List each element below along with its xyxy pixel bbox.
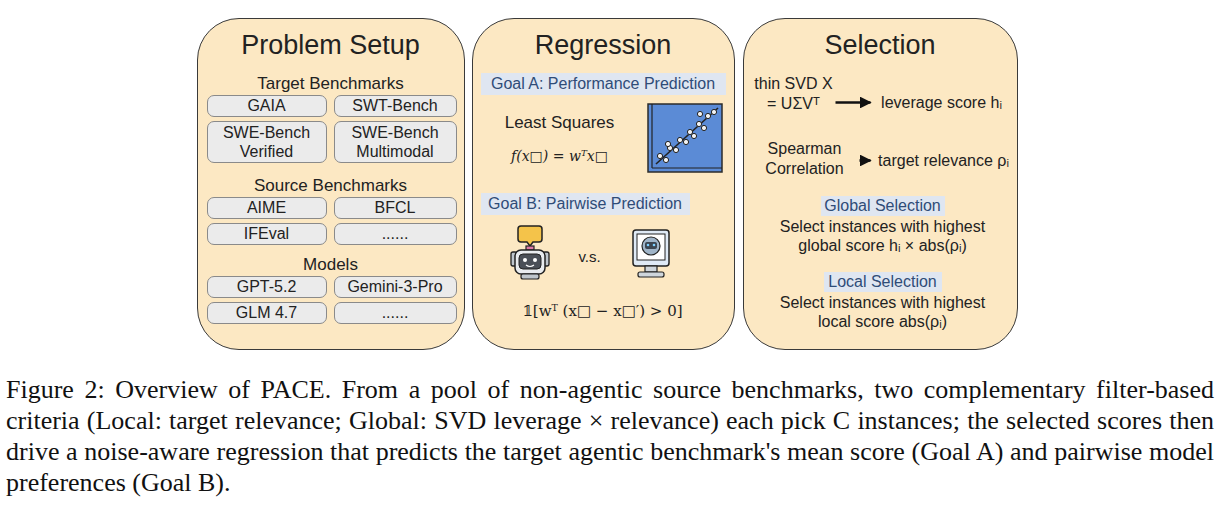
node-label: Spearman Correlation xyxy=(751,139,859,179)
stage-panel: Problem SetupTarget BenchmarksSource Ben… xyxy=(197,18,465,350)
stage-panel: RegressionLeast Squares f(x□) = wᵀx□ v.s. 𝟙… xyxy=(472,18,735,350)
node-label: GPT-5.2 xyxy=(237,277,297,296)
node-label: Local Selection xyxy=(828,273,937,291)
node-label: SWE-Bench Multimodal xyxy=(335,123,456,161)
item-box: AIME xyxy=(207,197,327,219)
panel-title: Regression xyxy=(472,29,735,62)
node-label: Global Selection xyxy=(824,197,941,215)
item-box: Gemini-3-Pro xyxy=(334,276,457,298)
panel-text: Models xyxy=(197,255,465,276)
item-box: GLM 4.7 xyxy=(207,302,327,324)
panel-title: Problem Setup xyxy=(197,29,465,62)
item-box: SWT-Bench xyxy=(334,95,457,117)
panel-title: Selection xyxy=(743,29,1018,62)
panel-text: Target Benchmarks xyxy=(197,74,465,95)
node-label: IFEval xyxy=(244,224,289,243)
item-box: ...... xyxy=(334,302,457,324)
highlight-band: Global Selection xyxy=(821,196,945,216)
node-label: ...... xyxy=(382,224,409,243)
item-box: SWE-Bench Multimodal xyxy=(334,121,457,163)
node-label: GLM 4.7 xyxy=(236,303,297,322)
figure-caption: Figure 2: Overview of PACE. From a pool … xyxy=(6,374,1214,498)
node-label: AIME xyxy=(247,198,286,217)
panel-text: Source Benchmarks xyxy=(197,176,465,197)
highlight-band: Local Selection xyxy=(824,272,942,292)
panel-text: Least Squares xyxy=(480,113,640,134)
panel-text: v.s. xyxy=(566,248,614,266)
panel-text: Select instances with highest local scor… xyxy=(763,293,1003,332)
highlight-band: Goal A: Performance Prediction xyxy=(481,73,726,95)
item-box: IFEval xyxy=(207,223,327,245)
panel-text: f(x□) = wᵀx□ xyxy=(480,148,640,165)
arrow-connector xyxy=(860,159,871,162)
node-label: ...... xyxy=(382,303,409,322)
item-box: GPT-5.2 xyxy=(207,276,327,298)
item-box: BFCL xyxy=(334,197,457,219)
node-label: GAIA xyxy=(247,96,285,115)
node-label: thin SVD X = UΣVᵀ xyxy=(753,74,835,114)
node-label: Goal A: Performance Prediction xyxy=(491,75,715,93)
node-label: Goal B: Pairwise Prediction xyxy=(488,195,682,213)
node-label: BFCL xyxy=(375,198,416,217)
node-label: target relevance ρᵢ xyxy=(878,151,1009,171)
text-group: Spearman Correlation xyxy=(751,137,859,181)
panel-text: 𝟙[wᵀ (x□ − x□′) > 0] xyxy=(478,302,728,320)
node-label: Gemini-3-Pro xyxy=(347,277,442,296)
text-group: thin SVD X = UΣVᵀ xyxy=(753,72,835,116)
arrow-connector xyxy=(836,101,871,104)
item-box: GAIA xyxy=(207,95,327,117)
item-box: SWE-Bench Verified xyxy=(207,121,327,163)
panel-text: Select instances with highest global sco… xyxy=(763,217,1003,256)
node-label: SWT-Bench xyxy=(352,96,437,115)
node-label: leverage score hᵢ xyxy=(881,93,1002,113)
stage-panel: SelectionSelect instances with highest g… xyxy=(743,18,1018,350)
text-group: leverage score hᵢ xyxy=(872,92,1012,114)
item-box: ...... xyxy=(334,223,457,245)
node-label: SWE-Bench Verified xyxy=(208,123,326,161)
highlight-band: Goal B: Pairwise Prediction xyxy=(481,193,690,215)
text-group: target relevance ρᵢ xyxy=(872,150,1016,172)
